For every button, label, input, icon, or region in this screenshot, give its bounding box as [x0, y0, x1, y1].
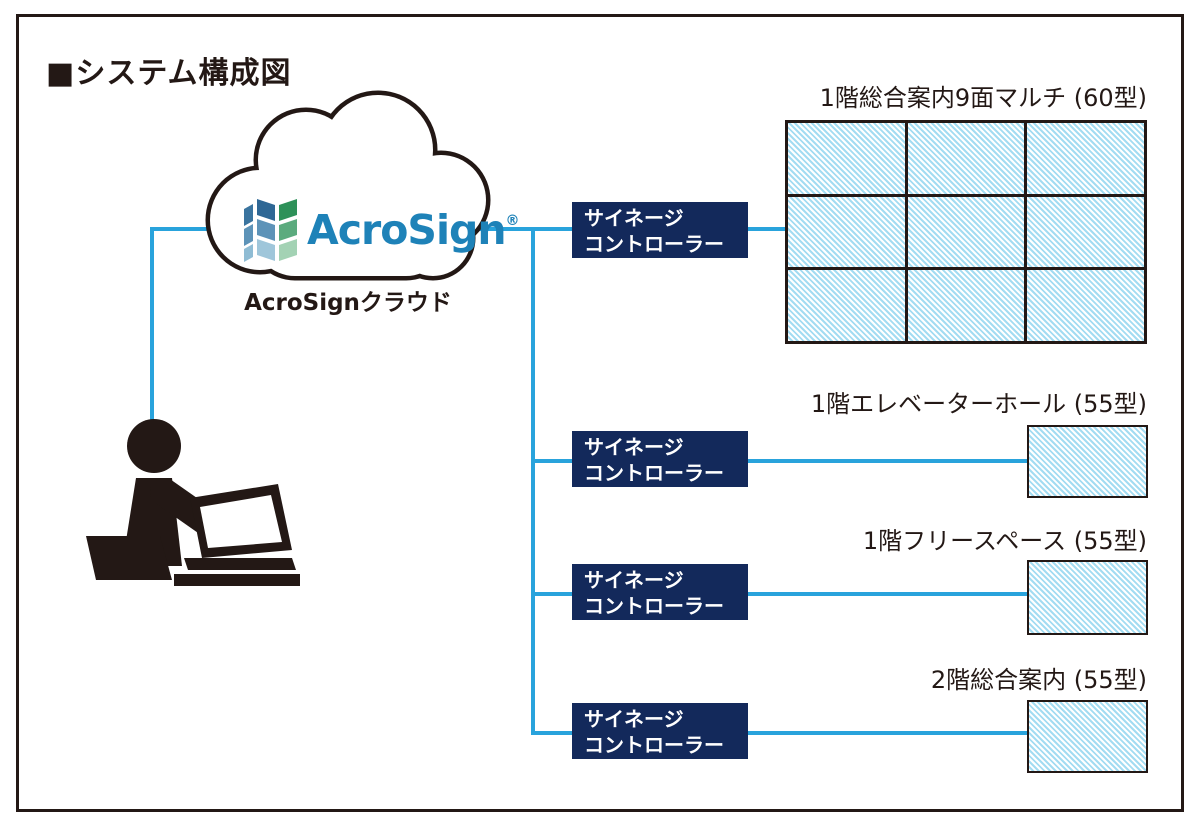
connector-controller4-to-display [748, 731, 1027, 735]
brand-wordmark: AcroSign® [307, 206, 520, 254]
signage-controller-1: サイネージ コントローラー [572, 202, 748, 258]
connector-trunk-to-controller2 [531, 459, 572, 463]
cloud-caption: AcroSignクラウド [244, 290, 452, 316]
display-2f-information [1027, 700, 1148, 773]
connector-trunk-to-controller3 [531, 592, 572, 596]
controller-label-line1: サイネージ [584, 707, 684, 731]
display-panel [907, 123, 1025, 194]
display-panel [788, 123, 905, 194]
signage-controller-4: サイネージ コントローラー [572, 703, 748, 759]
connector-cloud-to-user-v [150, 227, 154, 432]
signage-controller-3: サイネージ コントローラー [572, 564, 748, 620]
controller-label-line2: コントローラー [584, 733, 724, 757]
display-label-4: 2階総合案内 (55型) [930, 666, 1147, 694]
display-elevator-hall [1027, 425, 1148, 498]
signage-controller-2: サイネージ コントローラー [572, 431, 748, 487]
connector-cloud-to-controller1 [460, 227, 572, 231]
controller-label-line2: コントローラー [584, 461, 724, 485]
controller-label-line1: サイネージ [584, 435, 684, 459]
controller-label-line1: サイネージ [584, 206, 684, 230]
acrosign-folding-sign-icon [244, 199, 297, 262]
connector-controller2-to-display [748, 459, 1027, 463]
display-label-1: 1階総合案内9面マルチ (60型) [819, 84, 1147, 112]
acrosign-logo: AcroSign® [244, 194, 520, 266]
person-at-laptop-icon [86, 419, 300, 586]
display-panel [907, 270, 1025, 341]
connector-controller3-to-display [748, 592, 1027, 596]
display-label-3: 1階フリースペース (55型) [862, 527, 1147, 555]
registered-trademark: ® [505, 213, 520, 229]
display-free-space [1027, 560, 1148, 635]
page-title: ■システム構成図 [46, 56, 292, 91]
controller-label-line1: サイネージ [584, 568, 684, 592]
multi-display-3x3 [785, 120, 1147, 344]
display-panel [788, 196, 905, 268]
connector-controller1-to-display [748, 227, 787, 231]
connector-trunk [531, 227, 535, 735]
display-label-2: 1階エレベーターホール (55型) [810, 390, 1147, 418]
display-panel [907, 196, 1025, 268]
display-panel [1027, 123, 1144, 194]
controller-label-line2: コントローラー [584, 594, 724, 618]
cloud-shape [205, 90, 491, 281]
connector-trunk-to-controller4 [531, 731, 572, 735]
display-panel [1027, 270, 1144, 341]
connector-cloud-to-user-h [150, 227, 240, 231]
diagram-frame [16, 14, 1184, 812]
display-panel [1027, 196, 1144, 268]
controller-label-line2: コントローラー [584, 232, 724, 256]
display-panel [788, 270, 905, 341]
